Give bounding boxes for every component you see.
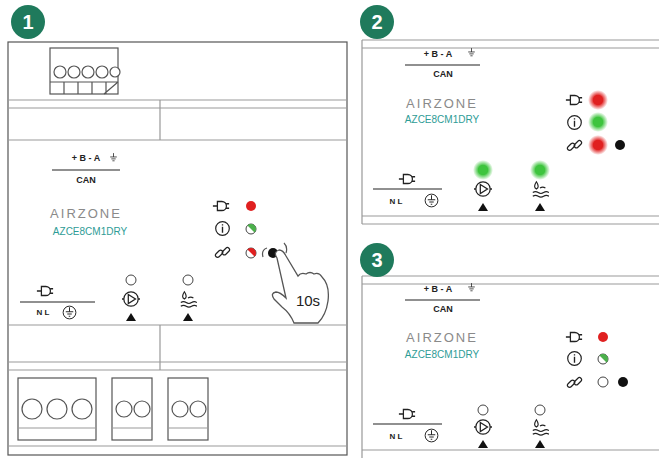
bus-name: CAN bbox=[76, 176, 96, 185]
step-number-text: 2 bbox=[371, 11, 382, 34]
step-number: 1 bbox=[11, 5, 45, 39]
power-terminal-label: N L bbox=[390, 433, 403, 441]
bus-name: CAN bbox=[433, 70, 453, 79]
bus-terminal-label: + B - A bbox=[424, 285, 452, 294]
brand-logo: AIRZONE bbox=[406, 331, 478, 344]
step-number-text: 1 bbox=[22, 11, 33, 34]
press-duration: 10s bbox=[295, 293, 321, 308]
brand-logo: AIRZONE bbox=[406, 97, 478, 110]
power-terminal-label: N L bbox=[37, 309, 50, 317]
model-number: AZCE8CM1DRY bbox=[53, 227, 127, 237]
model-number: AZCE8CM1DRY bbox=[405, 350, 479, 360]
bus-terminal-label: + B - A bbox=[72, 154, 100, 163]
step-number: 3 bbox=[360, 243, 394, 277]
bus-name: CAN bbox=[433, 305, 453, 314]
step-number-text: 3 bbox=[371, 249, 382, 272]
brand-logo: AIRZONE bbox=[50, 207, 122, 220]
step-number: 2 bbox=[360, 5, 394, 39]
model-number: AZCE8CM1DRY bbox=[405, 115, 479, 125]
bus-terminal-label: + B - A bbox=[424, 50, 452, 59]
power-terminal-label: N L bbox=[390, 198, 403, 206]
